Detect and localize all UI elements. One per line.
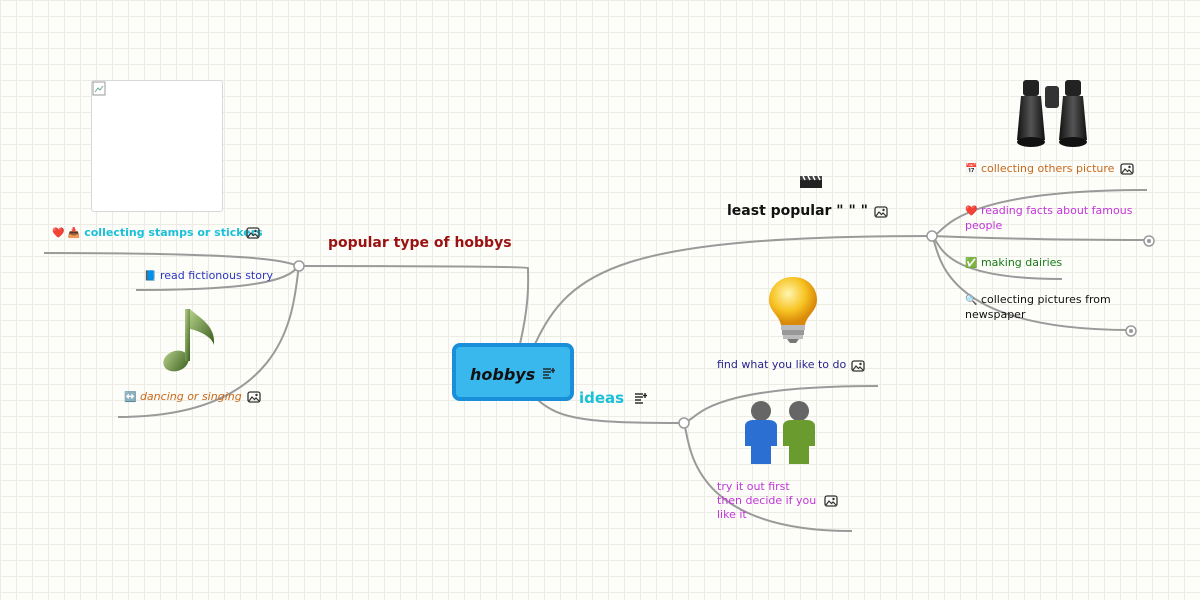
- broken-image-placeholder: [91, 80, 223, 212]
- image-icon[interactable]: [247, 391, 261, 403]
- node-try-it-out[interactable]: try it out first then decide if you like…: [717, 480, 817, 522]
- node-label: read fictionous story: [159, 269, 274, 282]
- broken-image-icon: [92, 81, 106, 96]
- least-branch-label[interactable]: least popular " " ": [727, 203, 868, 219]
- node-dancing-singing[interactable]: ↔️ dancing or singing: [124, 390, 242, 403]
- music-note-icon: [163, 309, 215, 372]
- ideas-branch-label[interactable]: ideas: [579, 389, 625, 407]
- node-label: reading facts about famous people: [965, 204, 1133, 232]
- magnifier-icon: 🔍: [965, 295, 978, 306]
- light-bulb-icon: [769, 277, 817, 343]
- popular-branch-label[interactable]: popular type of hobbys: [328, 235, 512, 251]
- node-collecting-newspaper[interactable]: 🔍 collecting pictures from newspaper: [965, 293, 1125, 322]
- node-label: try it out first then decide if you like…: [717, 480, 817, 521]
- central-topic[interactable]: hobbys: [452, 343, 574, 401]
- calendar-icon: 📅: [965, 164, 978, 175]
- least-connector-knob: [926, 230, 938, 242]
- node-find-what-you-like[interactable]: find what you like to do: [717, 358, 846, 371]
- node-label: dancing or singing: [139, 390, 242, 403]
- image-icon[interactable]: [851, 360, 865, 372]
- ideas-connector-knob: [678, 417, 690, 429]
- clapperboard-icon: [800, 175, 822, 188]
- image-icon[interactable]: [1120, 163, 1134, 175]
- central-topic-label: hobbys: [470, 365, 536, 384]
- popular-connector-knob: [293, 260, 305, 272]
- node-collecting-stamps[interactable]: ❤️ 📥 collecting stamps or stickers: [52, 226, 263, 239]
- node-label: find what you like to do: [717, 358, 847, 371]
- node-read-fictionous[interactable]: 📘 read fictionous story: [144, 269, 273, 282]
- binoculars-icon: [1017, 80, 1087, 147]
- node-reading-facts[interactable]: ❤️ reading facts about famous people: [965, 204, 1135, 233]
- image-icon[interactable]: [824, 495, 838, 507]
- image-icon[interactable]: [246, 227, 260, 239]
- checkmark-icon: ✅: [965, 258, 978, 269]
- notes-icon[interactable]: [634, 392, 648, 404]
- book-icon: 📘: [144, 271, 157, 282]
- node-label: collecting pictures from newspaper: [965, 293, 1111, 321]
- node-label: collecting stamps or stickers: [84, 226, 263, 239]
- node-label: collecting others picture: [980, 162, 1115, 175]
- notes-icon[interactable]: [542, 367, 556, 379]
- node-collecting-others-picture[interactable]: 📅 collecting others picture: [965, 162, 1114, 175]
- heart-inbox-icons: ❤️ 📥: [52, 228, 81, 239]
- node-label: making dairies: [980, 256, 1063, 269]
- heart-icon: ❤️: [965, 206, 978, 217]
- image-icon[interactable]: [874, 206, 888, 218]
- left-right-arrow-icon: ↔️: [124, 392, 137, 403]
- two-people-icon: [745, 401, 815, 464]
- node-making-dairies[interactable]: ✅ making dairies: [965, 256, 1062, 269]
